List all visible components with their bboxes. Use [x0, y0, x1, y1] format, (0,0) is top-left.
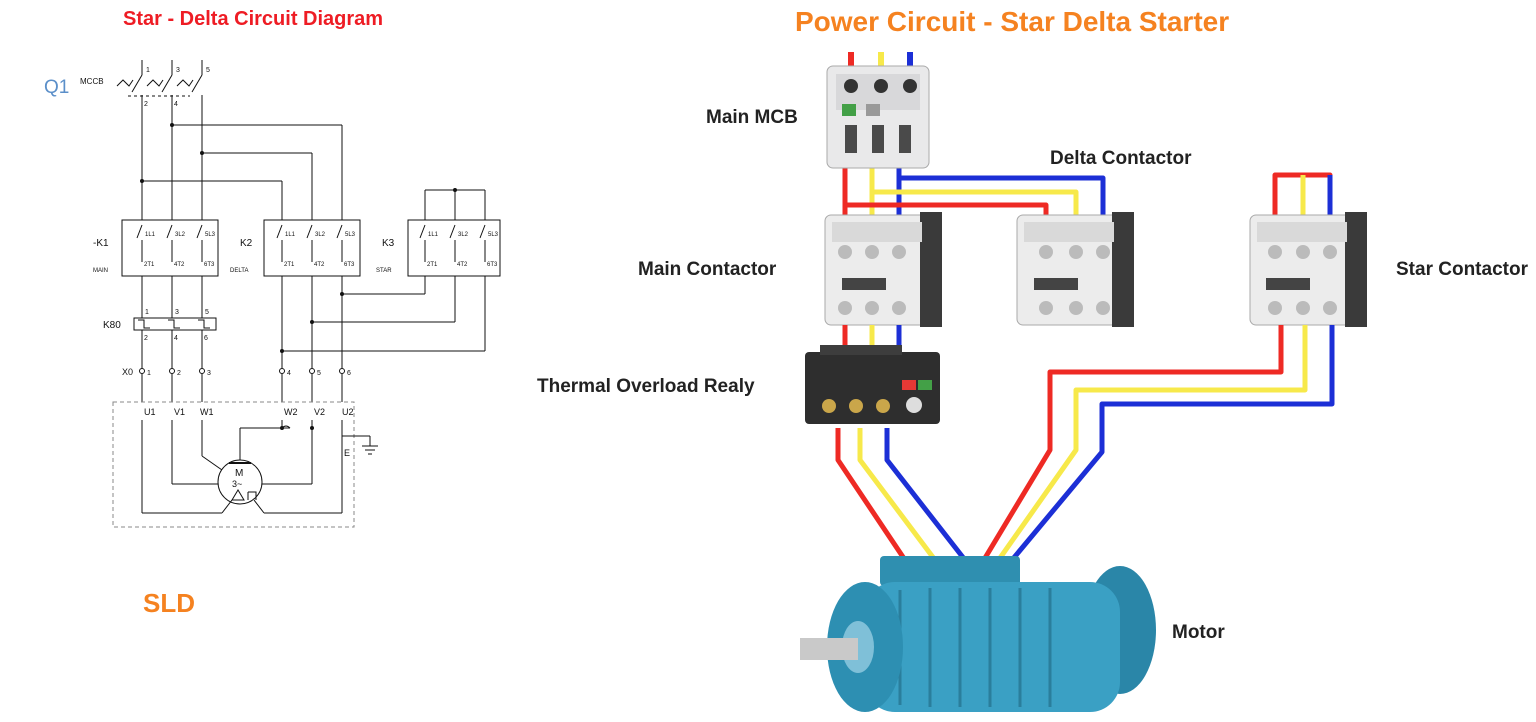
- k3-id: K3: [382, 238, 395, 249]
- x0-terminal-3: 3: [207, 370, 211, 377]
- overload-terminal-4: 4: [174, 335, 178, 342]
- overload-id: K80: [103, 320, 121, 331]
- k1-pole-3: 5L3: [205, 232, 216, 238]
- overload-terminal-1: 1: [145, 309, 149, 316]
- k2-pole-3: 5L3: [345, 232, 356, 238]
- sld-label: SLD: [143, 588, 195, 618]
- main-mcb: [826, 65, 930, 169]
- overload-terminal-6: 6: [204, 335, 208, 342]
- terminal-v1: V1: [174, 407, 185, 417]
- k1-role: MAIN: [93, 268, 108, 274]
- mccb-terminal-2: 2: [144, 101, 148, 108]
- terminal-w2: W2: [284, 407, 298, 417]
- x0-terminal-1: 1: [147, 370, 151, 377]
- k1-out-1: 2T1: [144, 262, 155, 268]
- x0-terminal-4: 4: [287, 370, 291, 377]
- mccb-terminal-3: 3: [176, 67, 180, 74]
- q1-label: Q1: [44, 77, 70, 98]
- power-circuit-title: Power Circuit - Star Delta Starter: [795, 6, 1230, 37]
- overload-terminal-3: 3: [175, 309, 179, 316]
- thermal-overload-label: Thermal Overload Realy: [537, 376, 755, 397]
- k2-out-2: 4T2: [314, 262, 325, 268]
- k2-out-1: 2T1: [284, 262, 295, 268]
- x0-terminal-6: 6: [347, 370, 351, 377]
- overload-terminal-5: 5: [205, 309, 209, 316]
- main-mcb-label: Main MCB: [706, 107, 798, 128]
- k2-pole-1: 1L1: [285, 232, 296, 238]
- terminal-w1: W1: [200, 407, 214, 417]
- k1-pole-1: 1L1: [145, 232, 156, 238]
- mccb-terminal-5: 5: [206, 67, 210, 74]
- star-delta-schematic: MCCB 1 3 5 2 4 -K1 MAIN 1L1 3L2 5L3 2T1 …: [80, 60, 501, 528]
- terminal-u1: U1: [144, 407, 156, 417]
- k3-pole-1: 1L1: [428, 232, 439, 238]
- mccb-terminal-1: 1: [146, 67, 150, 74]
- motor-phase: 3~: [232, 479, 242, 489]
- motor: [800, 556, 1156, 712]
- k1-id: -K1: [93, 238, 109, 249]
- k3-out-2: 4T2: [457, 262, 468, 268]
- motor-label: Motor: [1172, 622, 1225, 643]
- k3-pole-2: 3L2: [458, 232, 469, 238]
- k1-pole-2: 3L2: [175, 232, 186, 238]
- k3-pole-3: 5L3: [488, 232, 499, 238]
- k3-out-1: 2T1: [427, 262, 438, 268]
- k2-out-3: 6T3: [344, 262, 355, 268]
- k1-out-2: 4T2: [174, 262, 185, 268]
- k3-out-3: 6T3: [487, 262, 498, 268]
- x0-terminal-5: 5: [317, 370, 321, 377]
- terminal-u2: U2: [342, 407, 354, 417]
- k2-role: DELTA: [230, 268, 248, 274]
- k1-out-3: 6T3: [204, 262, 215, 268]
- star-contactor: [1249, 212, 1367, 327]
- terminal-v2: V2: [314, 407, 325, 417]
- overload-terminal-2: 2: [144, 335, 148, 342]
- k3-role: STAR: [376, 268, 392, 274]
- star-contactor-label: Star Contactor: [1396, 259, 1528, 280]
- terminal-block-id: X0: [122, 367, 133, 377]
- main-contactor: [824, 212, 942, 327]
- x0-terminal-2: 2: [177, 370, 181, 377]
- k2-id: K2: [240, 238, 253, 249]
- motor-letter: M: [235, 468, 243, 479]
- mccb-label: MCCB: [80, 77, 104, 86]
- delta-contactor-label: Delta Contactor: [1050, 148, 1192, 169]
- earth-label: E: [344, 448, 350, 458]
- mccb-terminal-4: 4: [174, 101, 178, 108]
- delta-contactor: [1016, 212, 1134, 327]
- sld-title: Star - Delta Circuit Diagram: [123, 8, 384, 30]
- thermal-overload-relay: [805, 345, 940, 424]
- main-contactor-label: Main Contactor: [638, 259, 777, 280]
- k2-pole-2: 3L2: [315, 232, 326, 238]
